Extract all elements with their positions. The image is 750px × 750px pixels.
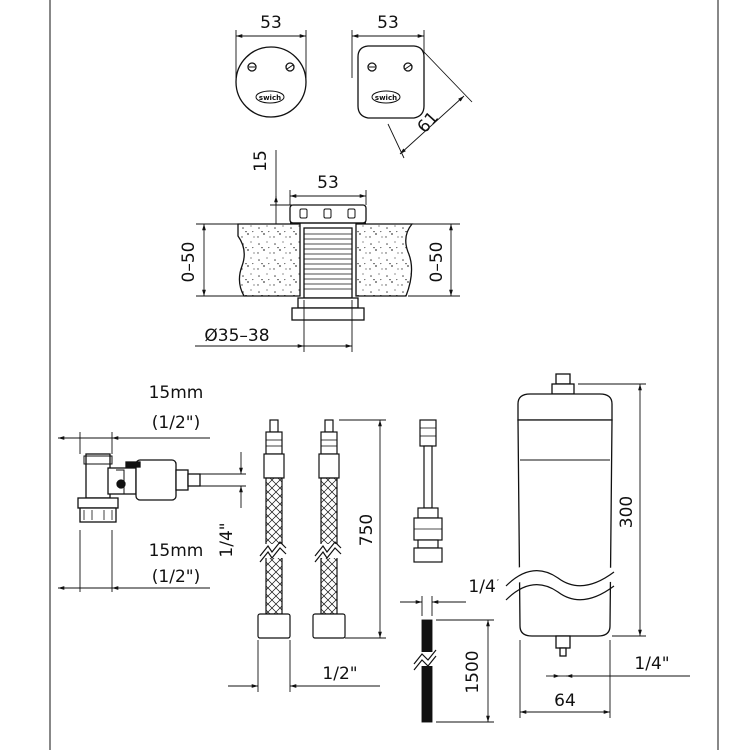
filter-break-lines — [505, 570, 615, 601]
filter-outlet-label: 1/4" — [634, 654, 669, 674]
hose-fitting-label: 1/2" — [322, 664, 357, 684]
thickness-right-label: 0–50 — [427, 242, 447, 283]
square-tap-body — [357, 45, 425, 119]
tubing-length-label: 1500 — [463, 650, 483, 693]
screw-right-icon — [403, 62, 413, 72]
filter-dimensions — [519, 383, 690, 718]
worktop-left-slab — [237, 223, 301, 297]
tubing — [421, 619, 433, 723]
push-fit-connector — [413, 419, 443, 563]
filter-width-label: 64 — [554, 691, 576, 711]
tubing-size-label: 1/4" — [468, 577, 503, 597]
braided-hose-right — [312, 419, 346, 639]
filter-height-label: 300 — [617, 496, 637, 528]
washer — [291, 307, 365, 321]
hose-dimensions — [228, 419, 386, 692]
hose-length-label: 750 — [357, 514, 377, 546]
valve-dimensions — [58, 432, 246, 592]
filter-cartridge — [517, 373, 613, 657]
square-tap-width-label: 53 — [377, 13, 399, 33]
square-tap-brand: swich — [375, 94, 397, 102]
round-tap-brand: swich — [259, 94, 281, 102]
worktop-section — [237, 204, 414, 321]
cap-width-label: 53 — [317, 173, 339, 193]
tubing-section — [400, 596, 494, 723]
isolation-valve — [77, 453, 201, 523]
tap-front-view — [235, 30, 307, 118]
valve-top-size-inch: (1/2") — [152, 413, 200, 433]
section-dimensions — [195, 150, 460, 352]
valve-handle-icon — [116, 479, 126, 489]
valve-bottom-size-inch: (1/2") — [152, 567, 200, 587]
round-tap-width-label: 53 — [260, 13, 282, 33]
filter-body — [517, 419, 613, 637]
filter-head — [517, 393, 613, 421]
screw-right-icon — [285, 62, 295, 72]
protrusion-label: 15 — [251, 150, 271, 172]
tap-angled-view — [351, 30, 473, 159]
braided-hose-left — [257, 419, 291, 639]
round-tap-body — [235, 46, 307, 118]
hole-diameter-label: Ø35–38 — [204, 326, 269, 346]
page-frame — [49, 0, 719, 750]
valve-side-label: 1/4" — [217, 522, 237, 557]
thickness-left-label: 0–50 — [179, 242, 199, 283]
square-tap-diag-label: 61 — [414, 108, 443, 137]
screw-left-icon — [367, 62, 377, 72]
screw-left-icon — [247, 62, 257, 72]
valve-top-size: 15mm — [149, 383, 204, 403]
valve-bottom-size: 15mm — [149, 541, 204, 561]
threaded-stem — [303, 227, 353, 299]
worktop-right-slab — [355, 223, 414, 297]
locking-nut — [297, 297, 359, 309]
